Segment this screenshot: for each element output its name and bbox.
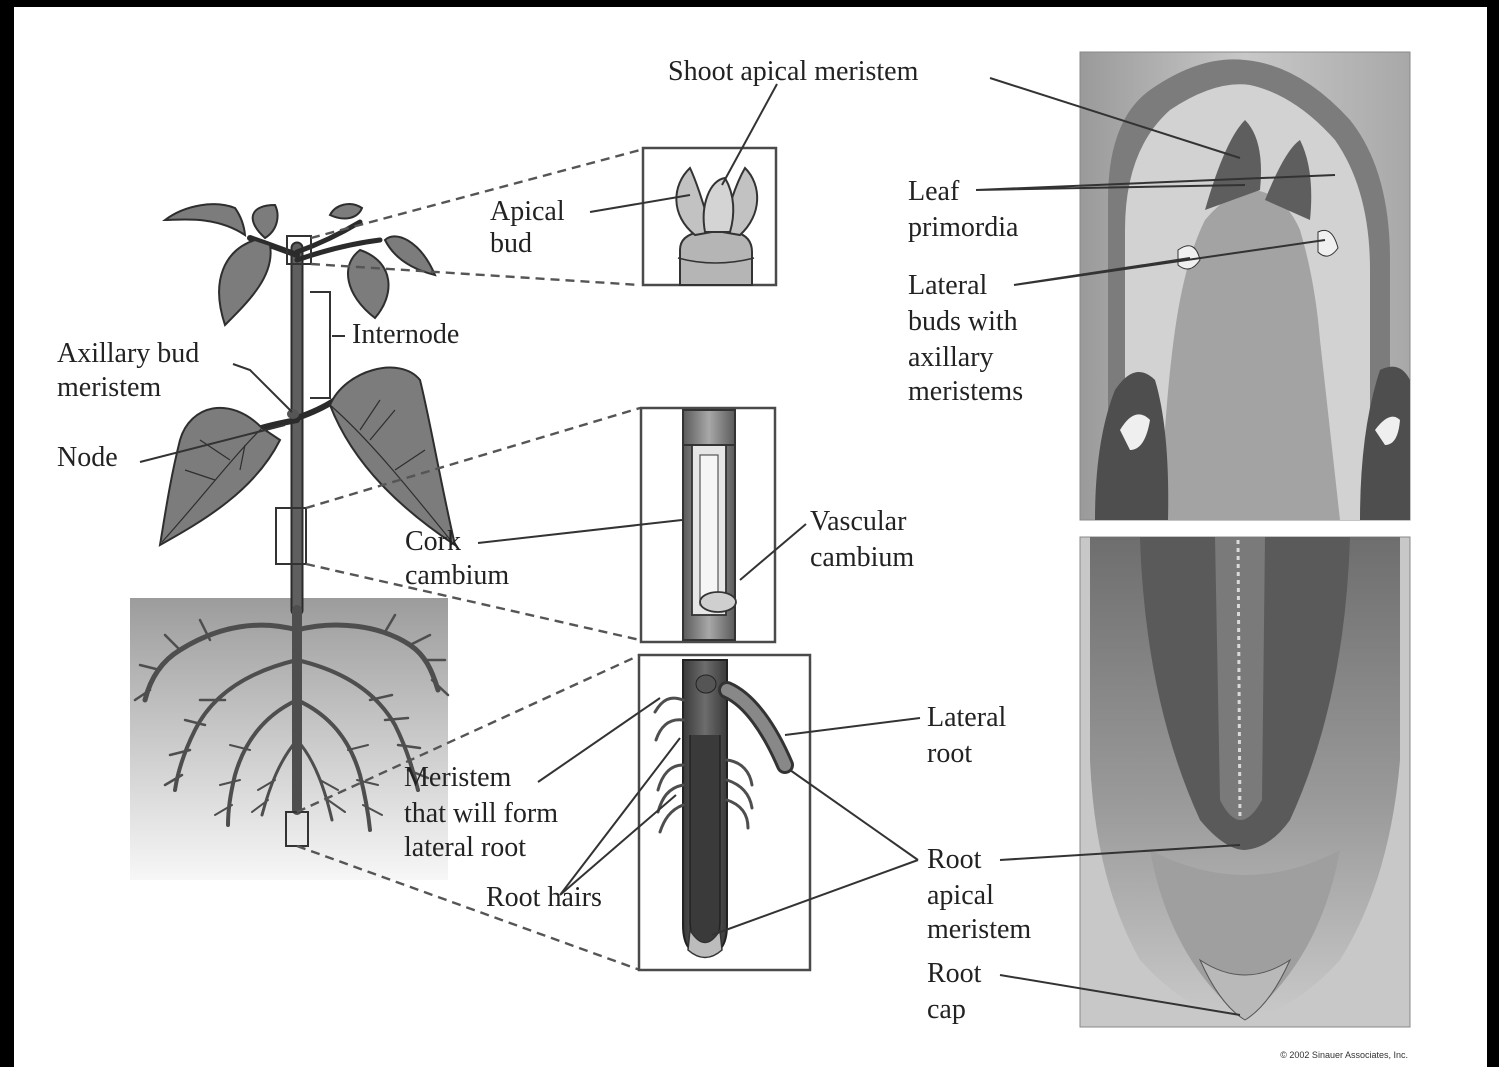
label-root-apical-meristem-line2: apical xyxy=(927,880,994,911)
label-meristem-lateral-root-line1: Meristem xyxy=(404,762,512,793)
root-tip-inset xyxy=(639,655,810,970)
label-root-cap-line1: Root xyxy=(927,958,982,989)
stem-section-inset xyxy=(641,408,775,642)
label-root-hairs: Root hairs xyxy=(486,882,602,913)
label-internode: Internode xyxy=(352,319,459,350)
label-lateral-buds-line4: meristems xyxy=(908,376,1023,407)
label-root-apical-meristem-line1: Root xyxy=(927,844,982,875)
label-meristem-lateral-root-line3: lateral root xyxy=(404,832,526,863)
label-lateral-buds-line2: buds with xyxy=(908,306,1018,337)
label-leaf-primordia-line1: Leaf xyxy=(908,176,960,207)
top-leaf-left xyxy=(165,204,245,235)
node-leaf-right xyxy=(330,368,455,545)
label-shoot-apical-meristem: Shoot apical meristem xyxy=(668,56,919,87)
top-leaf-right xyxy=(348,250,389,318)
label-vascular-cambium-line1: Vascular xyxy=(810,506,907,537)
label-root-cap-line2: cap xyxy=(927,994,966,1025)
label-apical-bud-line1: Apical xyxy=(490,196,565,227)
label-root-apical-meristem-line3: meristem xyxy=(927,914,1031,945)
label-apical-bud-line2: bud xyxy=(490,228,532,259)
apical-bud-inset xyxy=(643,148,776,285)
label-cork-cambium-line1: Cork xyxy=(405,526,461,557)
top-leaf-left-2 xyxy=(219,240,271,325)
label-axillary-bud-meristem-line2: meristem xyxy=(57,372,161,403)
label-lateral-buds-line1: Lateral xyxy=(908,270,987,301)
label-lateral-buds-line3: axillary xyxy=(908,342,994,373)
label-meristem-lateral-root-line2: that will form xyxy=(404,798,558,829)
label-lateral-root-line1: Lateral xyxy=(927,702,1006,733)
copyright-notice: © 2002 Sinauer Associates, Inc. xyxy=(1280,1050,1408,1060)
root-tip-micrograph xyxy=(1080,537,1410,1027)
label-node: Node xyxy=(57,442,118,473)
label-vascular-cambium-line2: cambium xyxy=(810,542,914,573)
label-axillary-bud-meristem-line1: Axillary bud xyxy=(57,338,199,369)
label-lateral-root-line2: root xyxy=(927,738,972,769)
label-cork-cambium-line2: cambium xyxy=(405,560,509,591)
label-leaf-primordia-line2: primordia xyxy=(908,212,1019,243)
